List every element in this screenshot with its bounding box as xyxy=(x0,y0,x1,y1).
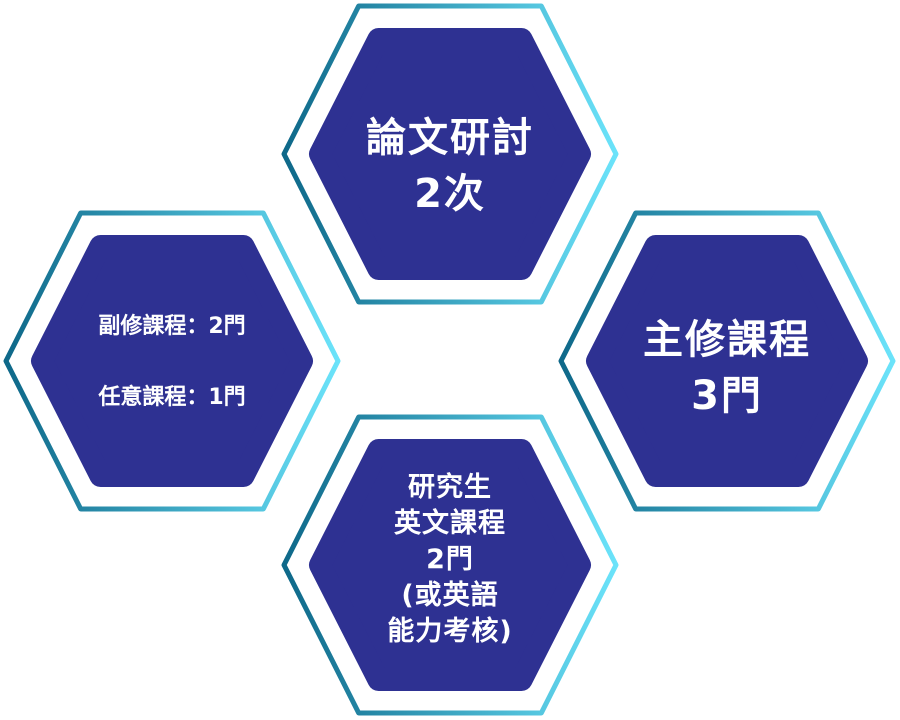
hexagon-minor-elective-text: 副修課程：2門 任意課程：1門 xyxy=(98,291,245,433)
hex-line: 研究生 xyxy=(408,472,492,503)
hex-line: 英文課程 xyxy=(394,508,506,539)
hexagon-fill-minor-elective xyxy=(31,235,313,487)
hexagon-fill-major-courses xyxy=(586,235,868,487)
hexagon-thesis-seminar-text: 論文研討 2次 xyxy=(366,110,534,222)
hexagon-english-courses-text: 研究生 英文課程 2門 (或英語 能力考核) xyxy=(387,470,512,650)
hex-line: 論文研討 xyxy=(366,115,534,161)
hex-line: 3門 xyxy=(691,373,763,419)
hex-line: 任意課程：1門 xyxy=(98,385,246,410)
hexagon-fill-thesis-seminar xyxy=(309,28,591,280)
hexagon-major-courses-text: 主修課程 3門 xyxy=(643,312,811,424)
hex-line: 2門 xyxy=(426,544,474,575)
hex-line: 2次 xyxy=(414,171,486,217)
hex-line: (或英語 xyxy=(401,580,499,611)
hex-line: 主修課程 xyxy=(643,317,811,363)
hexagon-fill-english-courses xyxy=(309,439,591,691)
hex-line: 副修課程：2門 xyxy=(98,314,246,339)
hex-line: 能力考核) xyxy=(387,616,513,647)
